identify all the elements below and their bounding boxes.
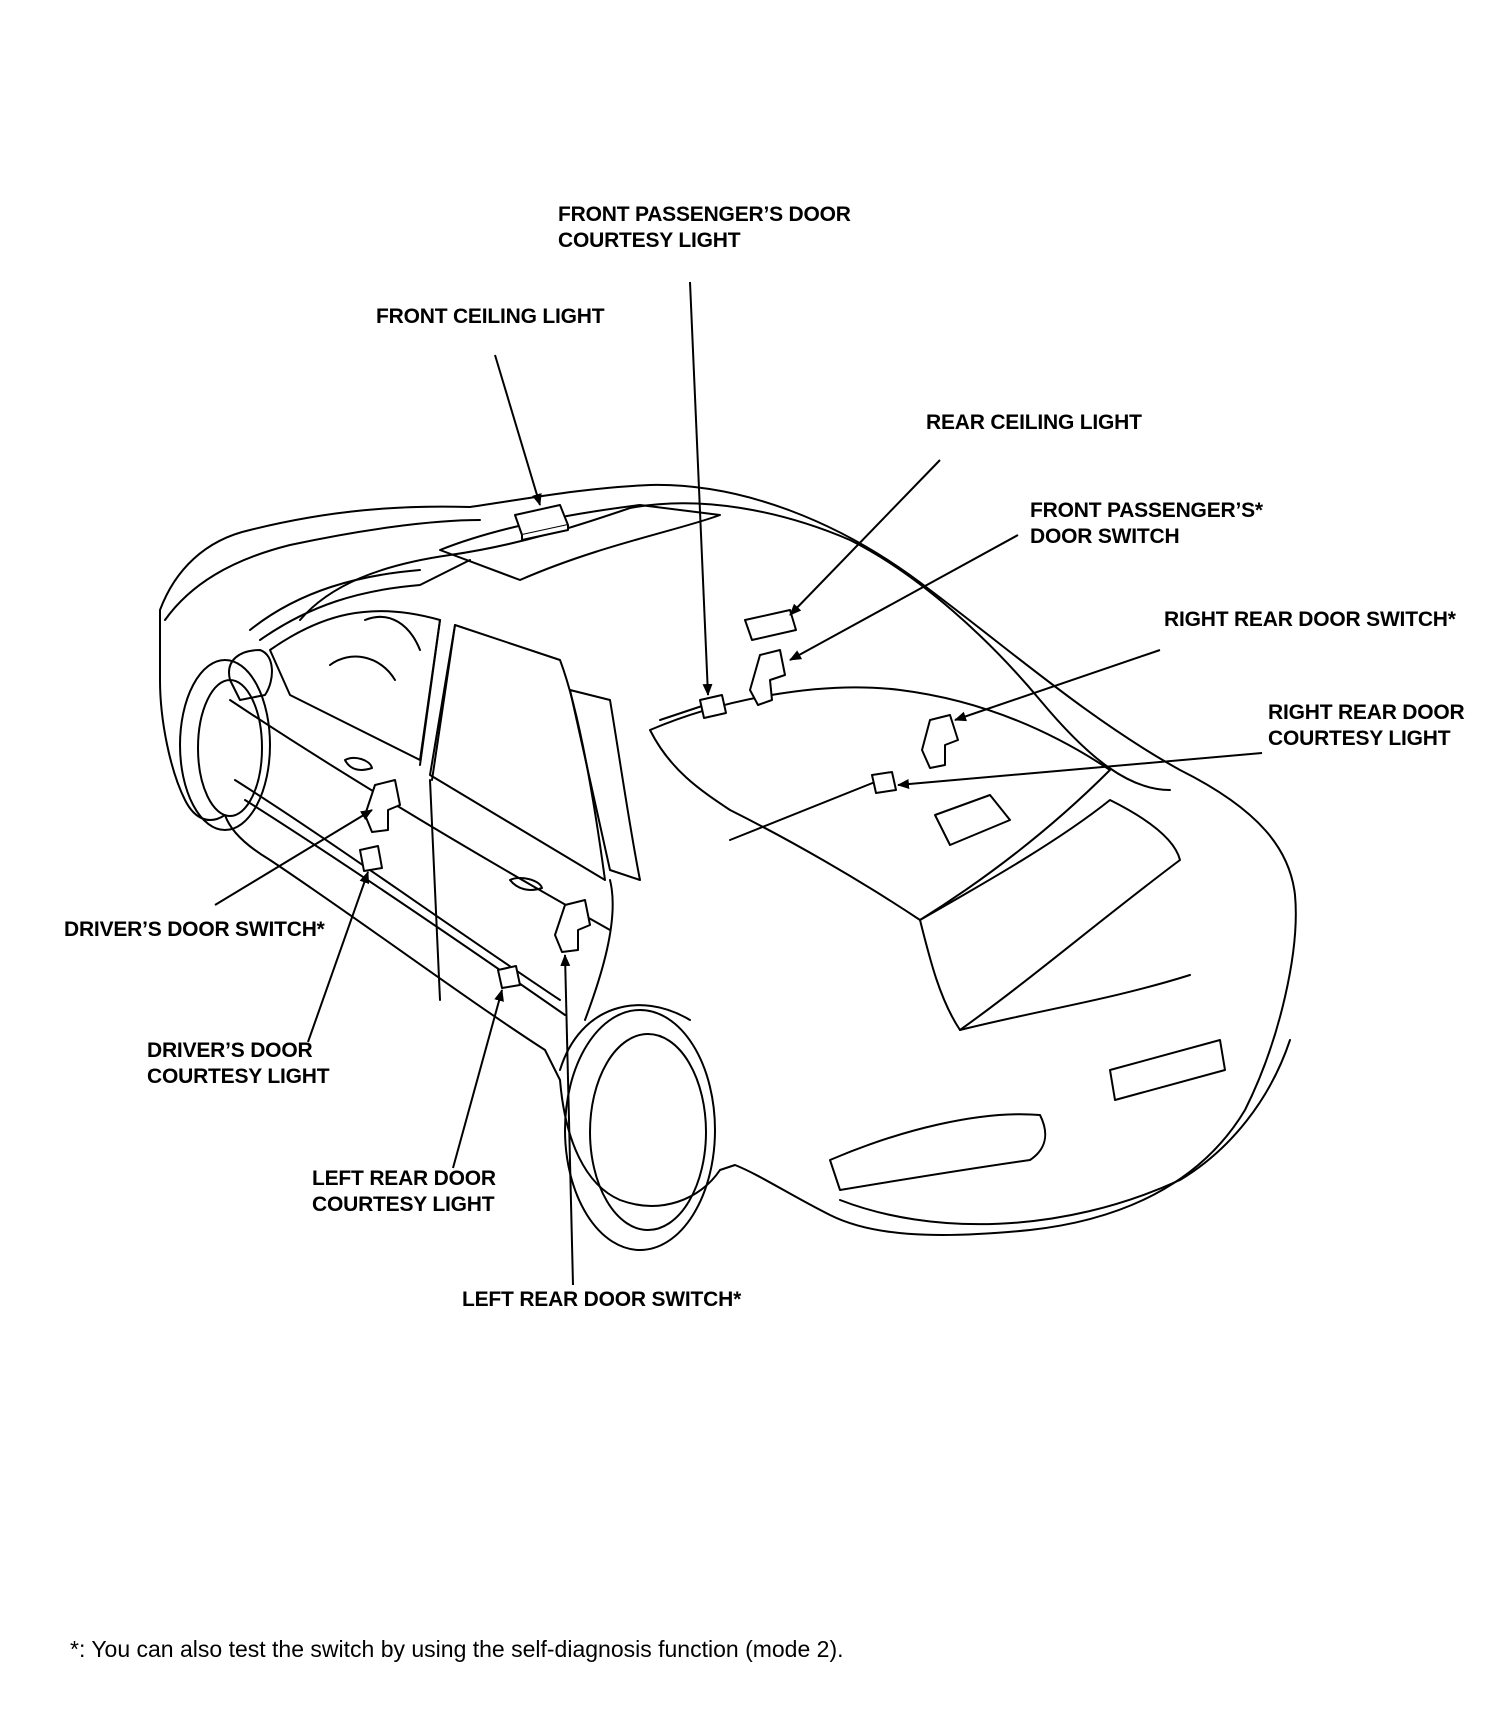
leader-front-ceiling-light: [494, 354, 542, 506]
front-passenger-door-switch-component: [749, 649, 786, 706]
drivers-door-switch-component: [364, 779, 401, 833]
label-rear-ceiling-light: REAR CEILING LIGHT: [926, 411, 1142, 434]
leader-front-passenger-door-switch: [789, 534, 1019, 661]
label-front-ceiling-light: FRONT CEILING LIGHT: [376, 305, 605, 328]
front-wheel: [179, 659, 271, 831]
label-right-rear-door-switch: RIGHT REAR DOOR SWITCH*: [1164, 608, 1456, 631]
leader-drivers-door-switch: [214, 809, 373, 906]
footnote: *: You can also test the switch by using…: [70, 1636, 844, 1662]
drivers-door-courtesy-light-component: [359, 845, 383, 872]
leader-front-passenger-courtesy-light: [689, 281, 713, 696]
roof: [299, 502, 1171, 791]
rear-ceiling-light-component: [744, 609, 797, 641]
left-rear-door-courtesy-light-component: [497, 965, 521, 989]
label-drivers-door-switch: DRIVER’S DOOR SWITCH*: [64, 918, 325, 941]
windshield: [259, 559, 471, 641]
sunroof: [439, 504, 721, 581]
car-body-outline: [159, 483, 1297, 1236]
trunk: [919, 799, 1181, 1031]
leader-rear-ceiling-light: [789, 459, 941, 616]
leader-drivers-door-courtesy-light: [307, 871, 370, 1043]
left-rear-door-switch-component: [554, 899, 591, 953]
leader-left-rear-door-switch: [560, 954, 574, 1286]
label-front-passenger-door-switch: FRONT PASSENGER’S* DOOR SWITCH: [1030, 499, 1263, 548]
label-front-passenger-door-courtesy-light: FRONT PASSENGER’S DOOR COURTESY LIGHT: [558, 203, 851, 252]
leader-right-rear-door-switch: [954, 649, 1161, 722]
rear-wheel: [564, 1009, 716, 1251]
label-left-rear-door-courtesy-light: LEFT REAR DOOR COURTESY LIGHT: [312, 1167, 496, 1216]
right-rear-door-switch-component: [921, 714, 959, 769]
license-plate: [1109, 1039, 1226, 1101]
side-mirror: [228, 649, 273, 701]
right-rear-door-courtesy-light-component: [871, 771, 897, 794]
tail-light: [829, 1113, 1047, 1191]
rear-windshield: [649, 686, 1111, 921]
roof-edge-front: [249, 569, 421, 631]
leader-left-rear-courtesy-light: [452, 989, 504, 1169]
front-window: [269, 610, 441, 761]
front-passenger-door-courtesy-light-component: [699, 694, 727, 719]
leader-right-rear-courtesy-light: [897, 752, 1263, 790]
label-right-rear-door-courtesy-light: RIGHT REAR DOOR COURTESY LIGHT: [1268, 701, 1465, 750]
label-drivers-door-courtesy-light: DRIVER’S DOOR COURTESY LIGHT: [147, 1039, 330, 1088]
label-left-rear-door-switch: LEFT REAR DOOR SWITCH*: [462, 1288, 742, 1311]
quarter-glass: [569, 689, 641, 881]
hood: [164, 519, 481, 621]
